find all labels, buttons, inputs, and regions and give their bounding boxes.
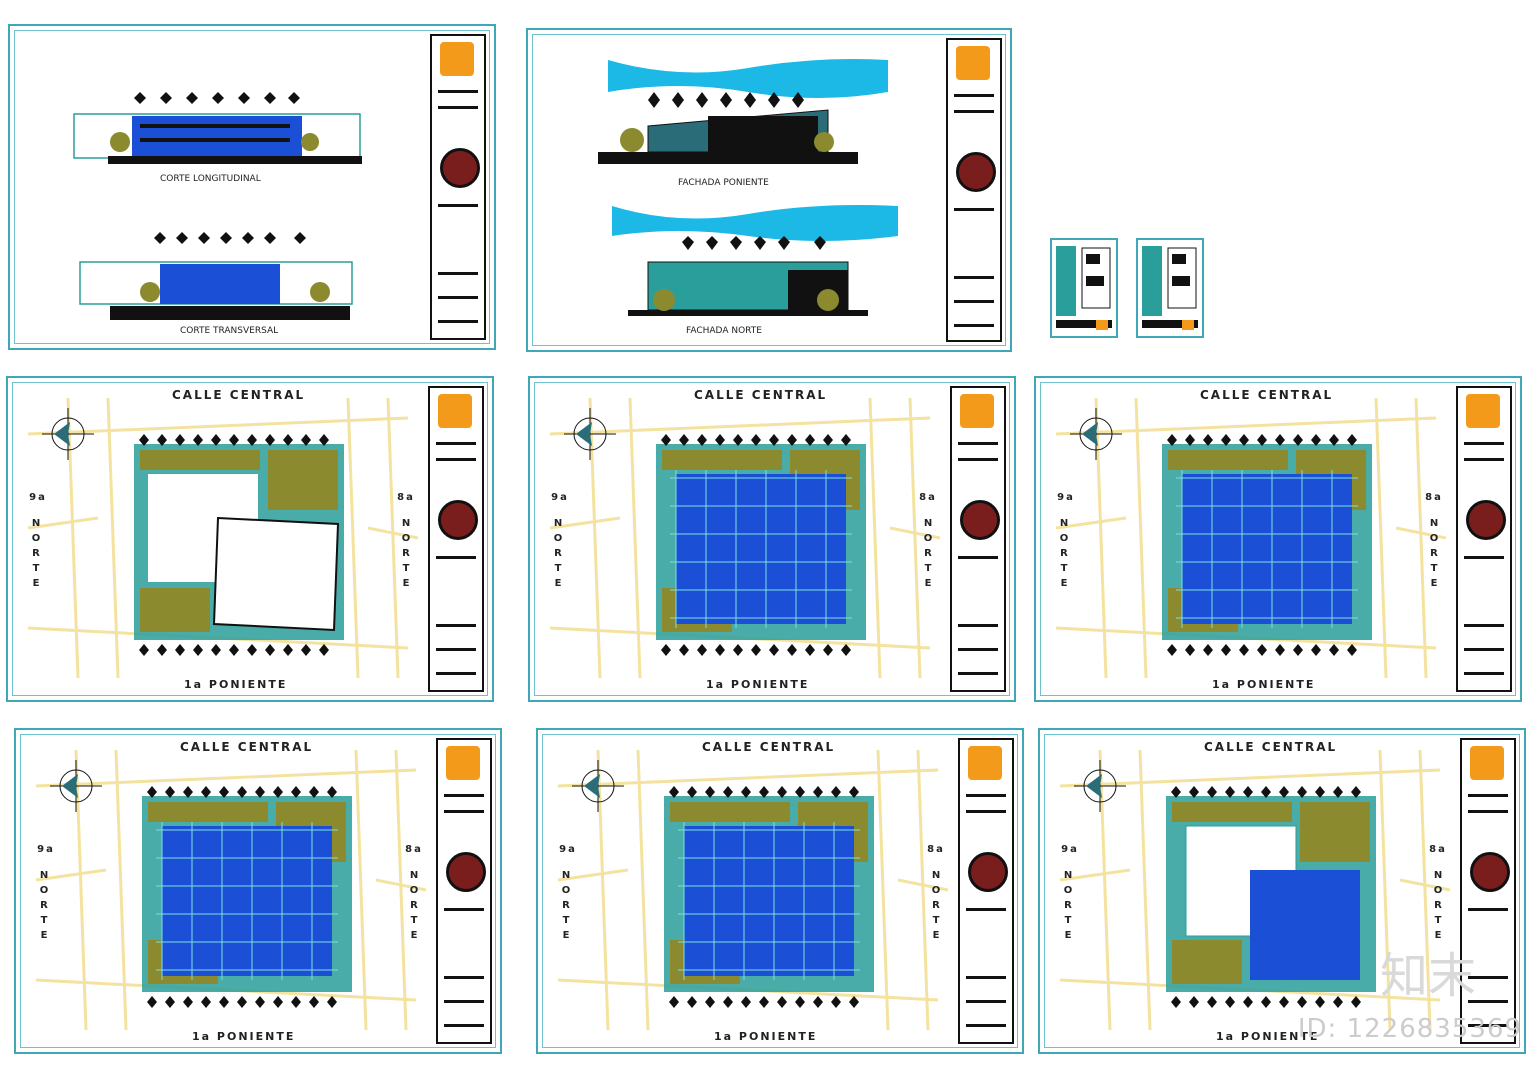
caption-transverse: CORTE TRANSVERSAL <box>180 326 279 336</box>
seal-icon <box>446 852 486 892</box>
logo-icon <box>1470 746 1504 780</box>
site-plan-drawing <box>27 397 419 679</box>
street-label-bottom: 1a PONIENTE <box>1212 678 1316 691</box>
seal-icon <box>438 500 478 540</box>
street-label-bottom: 1a PONIENTE <box>706 678 810 691</box>
mini-sheet-1 <box>1050 238 1118 338</box>
north-arrow-icon <box>42 408 94 460</box>
caption-north-facade: FACHADA NORTE <box>686 326 762 336</box>
logo-icon <box>960 394 994 428</box>
side-label-left-number: 9a <box>559 844 577 855</box>
street-label-bottom: 1a PONIENTE <box>1216 1030 1320 1043</box>
logo-icon <box>446 746 480 780</box>
seal-icon <box>960 500 1000 540</box>
watermark-logo: 知末 <box>1379 948 1476 1004</box>
elevation-drawings <box>598 59 898 316</box>
logo-icon <box>956 46 990 80</box>
site-plan-drawing <box>35 749 427 1031</box>
title-block <box>950 386 1006 692</box>
street-label-top: CALLE CENTRAL <box>702 740 836 754</box>
mini-sheet-2 <box>1136 238 1204 338</box>
caption-west-facade: FACHADA PONIENTE <box>678 178 769 188</box>
side-label-right-number: 8a <box>1425 492 1443 503</box>
street-label-bottom: 1a PONIENTE <box>184 678 288 691</box>
side-label-right-number: 8a <box>927 844 945 855</box>
street-label-top: CALLE CENTRAL <box>1200 388 1334 402</box>
north-arrow-icon <box>564 408 616 460</box>
site-plan-drawing <box>557 749 949 1031</box>
street-label-top: CALLE CENTRAL <box>172 388 306 402</box>
title-block <box>430 34 486 340</box>
street-label-bottom: 1a PONIENTE <box>192 1030 296 1043</box>
logo-icon <box>440 42 474 76</box>
title-block <box>436 738 492 1044</box>
site-plan-drawing <box>1059 749 1451 1031</box>
site-plan-drawing <box>1055 397 1447 679</box>
seal-icon <box>956 152 996 192</box>
seal-icon <box>968 852 1008 892</box>
north-arrow-icon <box>1074 760 1126 812</box>
title-block <box>1460 738 1516 1044</box>
seal-icon <box>1466 500 1506 540</box>
seal-icon <box>440 148 480 188</box>
title-block <box>946 38 1002 342</box>
side-label-left-number: 9a <box>551 492 569 503</box>
title-block <box>958 738 1014 1044</box>
logo-icon <box>438 394 472 428</box>
north-arrow-icon <box>50 760 102 812</box>
side-label-right-number: 8a <box>919 492 937 503</box>
seal-icon <box>1470 852 1510 892</box>
side-label-left-number: 9a <box>1061 844 1079 855</box>
title-block <box>428 386 484 692</box>
logo-icon <box>1466 394 1500 428</box>
logo-icon <box>968 746 1002 780</box>
sheet-elevations: FACHADA PONIENTE FACHADA NORTE <box>526 28 1012 352</box>
street-label-top: CALLE CENTRAL <box>180 740 314 754</box>
street-label-bottom: 1a PONIENTE <box>714 1030 818 1043</box>
side-label-right-number: 8a <box>1429 844 1447 855</box>
side-label-right-number: 8a <box>397 492 415 503</box>
section-drawings <box>73 92 362 320</box>
side-label-left-number: 9a <box>1057 492 1075 503</box>
street-label-top: CALLE CENTRAL <box>1204 740 1338 754</box>
site-plan-drawing <box>549 397 941 679</box>
side-label-right-number: 8a <box>405 844 423 855</box>
north-arrow-icon <box>1070 408 1122 460</box>
title-block <box>1456 386 1512 692</box>
side-label-left-number: 9a <box>29 492 47 503</box>
side-label-left-number: 9a <box>37 844 55 855</box>
sheet-sections: CORTE LONGITUDINAL CORTE TRANSVERSAL <box>8 24 496 350</box>
north-arrow-icon <box>572 760 624 812</box>
caption-longitudinal: CORTE LONGITUDINAL <box>160 174 261 184</box>
watermark-id: ID: 1226835369 <box>1297 1014 1522 1044</box>
street-label-top: CALLE CENTRAL <box>694 388 828 402</box>
